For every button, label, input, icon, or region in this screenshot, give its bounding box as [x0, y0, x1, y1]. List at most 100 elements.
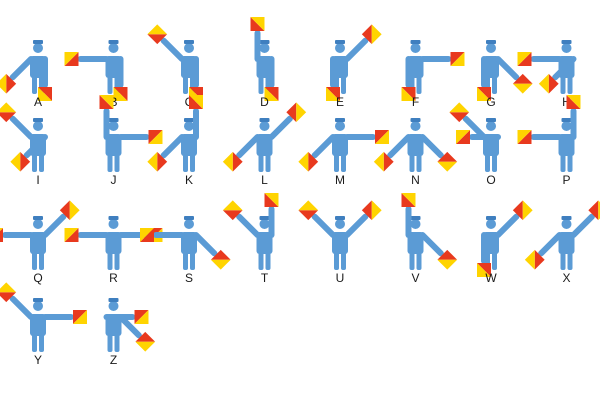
left-arm: [9, 56, 34, 81]
leg: [190, 152, 195, 172]
right-arm: [552, 56, 577, 81]
flag: [0, 102, 17, 123]
signal-i: I: [0, 102, 48, 187]
flag: [0, 282, 17, 303]
leg: [567, 152, 573, 172]
flag: [512, 73, 533, 94]
flag: [450, 52, 465, 66]
head: [184, 43, 194, 53]
cap: [184, 40, 194, 44]
signal-k: K: [147, 95, 203, 187]
leg: [107, 74, 113, 94]
head: [486, 219, 496, 229]
head: [335, 219, 345, 229]
torso: [558, 134, 575, 156]
left-arm: [160, 37, 185, 62]
leg: [39, 152, 44, 172]
signal-letter: R: [109, 271, 118, 285]
right-arm: [419, 134, 444, 159]
leg: [492, 152, 497, 172]
signal-m: M: [298, 118, 389, 187]
flag: [512, 200, 533, 221]
flag: [375, 130, 389, 144]
signal-a: A: [0, 40, 52, 109]
flag: [437, 249, 458, 270]
flag: [264, 193, 279, 207]
head: [33, 301, 43, 311]
leg: [114, 332, 120, 352]
leg: [39, 250, 44, 270]
flag: [373, 151, 394, 172]
leg: [560, 74, 566, 94]
head: [486, 43, 496, 53]
left-arm: [236, 213, 261, 238]
cap: [486, 216, 496, 220]
cap: [486, 40, 496, 44]
flag: [189, 95, 203, 109]
signal-letter: U: [336, 271, 345, 285]
flag: [477, 87, 491, 101]
flag: [326, 87, 340, 101]
signal-letter: A: [34, 95, 42, 109]
torso: [256, 134, 273, 156]
leg: [341, 74, 346, 94]
signal-letter: N: [411, 173, 420, 187]
flag: [59, 200, 80, 221]
flag: [517, 130, 532, 144]
left-arm: [160, 134, 185, 159]
cap: [184, 118, 194, 122]
cap: [335, 40, 345, 44]
signal-b: B: [64, 40, 128, 109]
signal-n: N: [373, 118, 458, 187]
flag: [449, 102, 470, 123]
left-arm: [387, 134, 412, 159]
signal-l: L: [222, 102, 307, 187]
signal-letter: V: [411, 271, 419, 285]
leg: [492, 250, 497, 270]
leg: [265, 152, 271, 172]
leg: [183, 74, 188, 94]
flag: [147, 24, 168, 45]
signal-j: J: [99, 95, 163, 187]
torso: [407, 232, 424, 254]
torso: [105, 134, 122, 156]
cap: [184, 216, 194, 220]
head: [410, 121, 421, 131]
signal-g: G: [477, 40, 533, 109]
cap: [335, 118, 345, 122]
cap: [561, 40, 572, 44]
head: [561, 43, 572, 53]
leg: [567, 74, 573, 94]
leg: [32, 250, 37, 270]
flag: [264, 87, 279, 101]
head: [335, 121, 345, 131]
signal-w: W: [477, 200, 533, 285]
signal-letter: Q: [33, 271, 42, 285]
signal-v: V: [401, 193, 458, 285]
head: [108, 43, 119, 53]
flag: [10, 151, 31, 172]
signal-letter: E: [336, 95, 344, 109]
flag: [437, 151, 458, 172]
signal-letter: M: [335, 173, 345, 187]
head: [561, 121, 572, 131]
right-arm: [570, 213, 595, 238]
flag: [222, 151, 243, 172]
signal-h: H: [517, 40, 577, 109]
left-arm: [462, 115, 487, 140]
cap: [108, 298, 119, 302]
flag: [134, 310, 149, 324]
signal-x: X: [524, 200, 600, 285]
right-arm: [419, 232, 444, 257]
torso: [332, 134, 348, 156]
leg: [39, 332, 44, 352]
signal-letter: Y: [34, 353, 42, 367]
right-arm: [42, 213, 67, 238]
signal-letter: D: [260, 95, 269, 109]
leg: [107, 332, 113, 352]
head: [33, 43, 43, 53]
torso: [181, 232, 197, 254]
signal-f: F: [401, 40, 465, 109]
signal-r: R: [64, 216, 163, 285]
head: [259, 43, 270, 53]
